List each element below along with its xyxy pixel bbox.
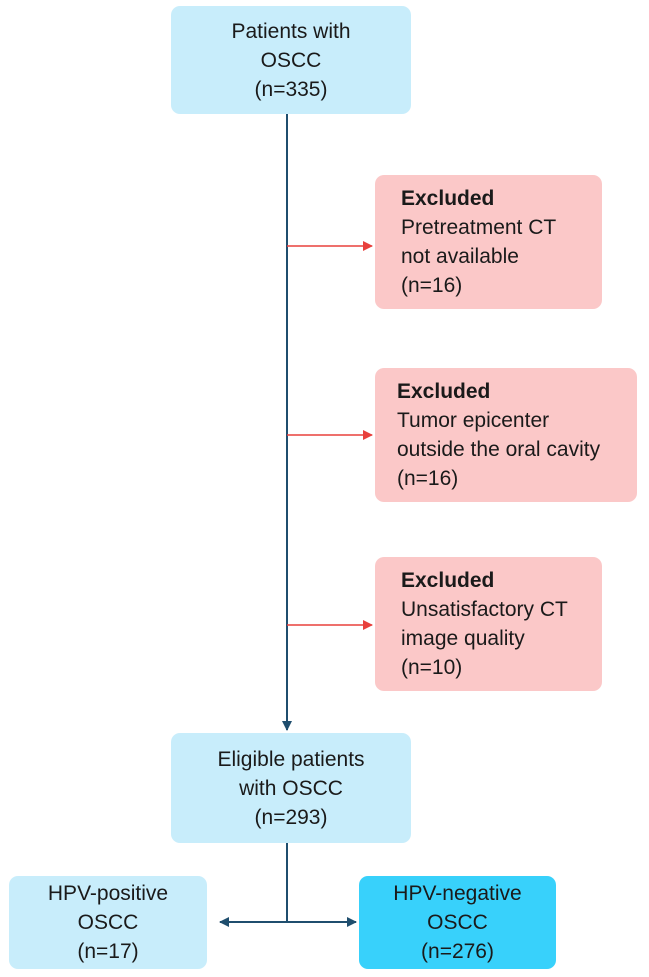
excluded-count: (n=16) — [401, 274, 463, 297]
hpv-positive-box: HPV-positive OSCC (n=17) — [9, 876, 207, 969]
eligible-box-line2: with OSCC — [239, 776, 343, 800]
excluded-box-ct-unavailable: Excluded Pretreatment CT not available (… — [375, 175, 602, 309]
excluded-count: (n=10) — [401, 656, 463, 679]
excluded-box-image-quality: Excluded Unsatisfactory CT image quality… — [375, 557, 602, 691]
excluded-reason-line2: image quality — [401, 627, 525, 650]
hpv-positive-line1: HPV-positive — [47, 882, 169, 905]
patients-box-count: (n=335) — [254, 77, 328, 101]
hpv-negative-line1: HPV-negative — [393, 882, 522, 905]
eligible-box-count: (n=293) — [254, 805, 328, 829]
excluded-reason-line1: Unsatisfactory CT — [401, 598, 568, 621]
excluded-count: (n=16) — [397, 467, 459, 490]
hpv-negative-count: (n=276) — [421, 940, 494, 963]
eligible-box-line1: Eligible patients — [217, 747, 365, 771]
excluded-reason-line2: not available — [401, 245, 519, 268]
hpv-negative-box: HPV-negative OSCC (n=276) — [359, 876, 556, 969]
eligible-patients-box: Eligible patients with OSCC (n=293) — [171, 733, 411, 843]
excluded-title: Excluded — [401, 187, 495, 210]
hpv-positive-line2: OSCC — [77, 911, 139, 934]
excluded-title: Excluded — [397, 380, 491, 403]
excluded-reason-line1: Pretreatment CT — [401, 216, 557, 239]
hpv-positive-count: (n=17) — [77, 940, 139, 963]
excluded-box-tumor-epicenter: Excluded Tumor epicenter outside the ora… — [375, 368, 637, 502]
excluded-reason-line2: outside the oral cavity — [397, 438, 601, 461]
patients-box-line2: OSCC — [260, 48, 322, 72]
hpv-negative-line2: OSCC — [427, 911, 488, 934]
patients-box-line1: Patients with — [231, 19, 351, 43]
excluded-reason-line1: Tumor epicenter — [397, 409, 550, 432]
patients-box: Patients with OSCC (n=335) — [171, 6, 411, 114]
excluded-title: Excluded — [401, 569, 495, 592]
